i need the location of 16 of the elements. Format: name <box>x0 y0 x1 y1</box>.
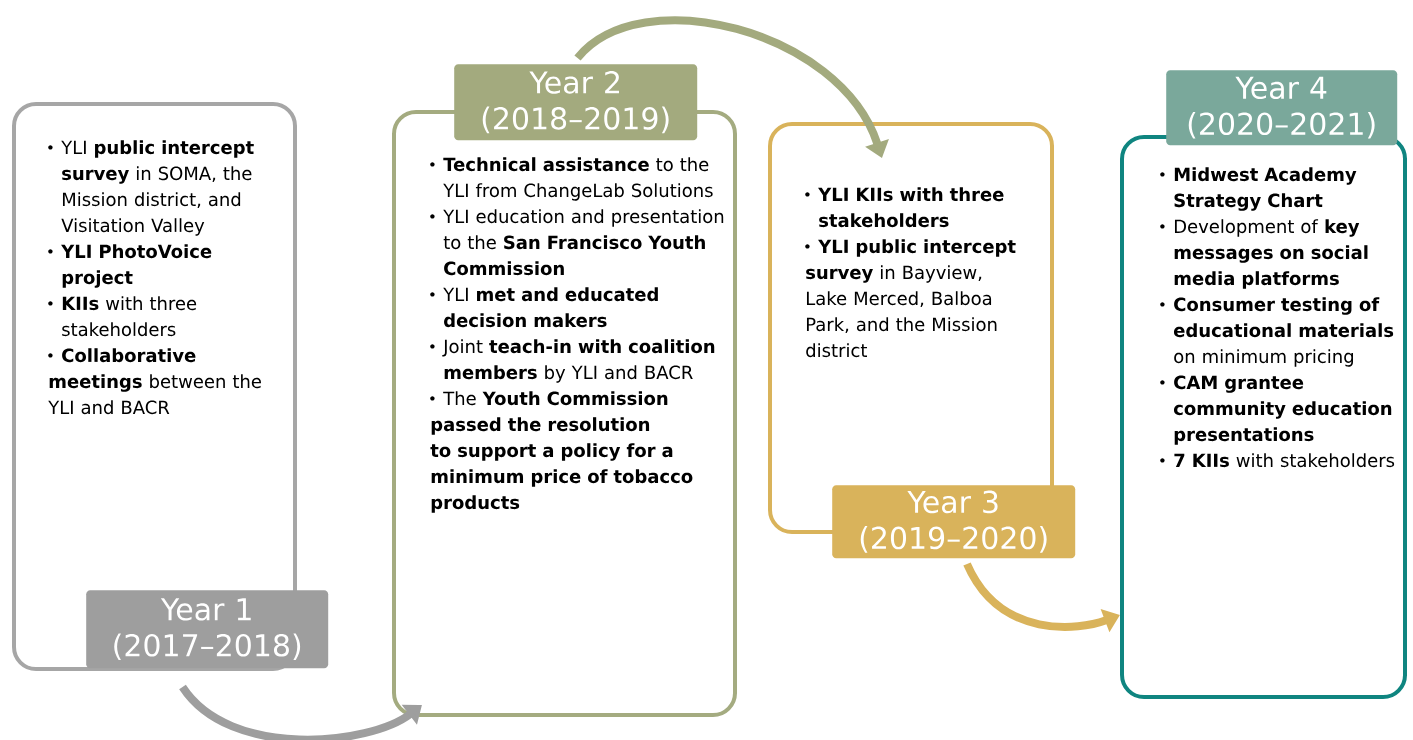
bullet-item: Collaborative meetings between the YLI and BACR <box>48 348 261 415</box>
bullet-item: Development of key messages on social media platforms <box>1160 219 1368 289</box>
bullet-item: Joint teach-in with coalition members by YLI and BACR <box>430 339 715 383</box>
year-tab: Year 1 (2017–2018) <box>86 590 329 669</box>
bullet-item: KIIs with three stakeholders <box>48 296 197 337</box>
bullet-item: Consumer testing of educational materials on minimum pricing <box>1160 297 1394 367</box>
bullet-item: 7 KIIs with stakeholders <box>1160 453 1395 468</box>
bullet-item: The Youth Commission passed the resolution to support a policy for a minimum price of tobacco products <box>430 391 693 513</box>
bullet-item: YLI public intercept survey in Bayview, Lake Merced, Balboa Park, and the Mission district <box>805 239 1016 358</box>
bullet-item: Technical assistance to the YLI from ChangeLab Solutions <box>430 157 713 201</box>
curved-arrow <box>179 684 422 740</box>
bullet-item: YLI KIIs with three stakeholders <box>805 187 1004 228</box>
year-tab: Year 2 (2018–2019) <box>454 64 698 141</box>
year-tab: Year 4 (2020–2021) <box>1166 70 1398 146</box>
year-tab: Year 3 (2019–2020) <box>832 485 1076 559</box>
bullet-item: YLI public intercept survey in SOMA, the Mission district, and Visitation Valley <box>48 140 254 236</box>
